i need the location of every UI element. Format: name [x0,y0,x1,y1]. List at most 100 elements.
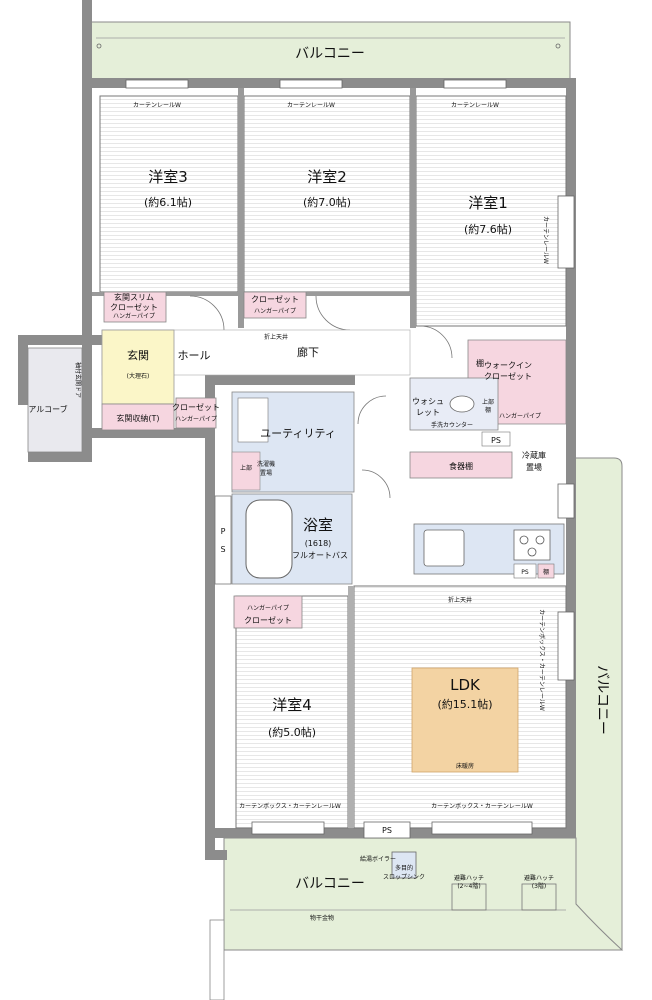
escape-hatch-2 [521,883,557,911]
room-western-1 [415,95,567,327]
ldk-size: (約15.1帖) [437,697,492,711]
bath-type: フルオートバス [292,551,348,560]
closet-hall [175,397,217,429]
ps-kitchen-label: PS [521,569,529,576]
burner-icon [527,547,537,557]
wall [410,88,416,328]
ps-shaft-left [214,495,232,585]
room-western-2 [243,95,411,293]
laundry-rod-label: 物干金物 [310,914,334,922]
room-western-4 [235,595,349,829]
fridge-label-1: 冷蔵庫 [522,450,546,460]
ps-left-s: S [220,545,225,554]
curtain-box-side-label: カーテンボックス・カーテンレールW [538,609,546,711]
multi-sink-label-1: 多目的 [395,864,413,872]
upper-shelf [231,451,261,491]
hanger-pipe-label: ハンガーパイプ [254,307,296,315]
slim-closet-label: 玄関スリム [114,292,154,302]
escape-hatch-1 [451,883,487,911]
curtain-rail-label: カーテンレールW [451,102,499,109]
ps-toilet-label: PS [491,436,501,445]
upper-shelf-label-1: 上部 [482,398,494,406]
room-western-3 [99,95,239,293]
bathtub-icon [245,499,293,579]
curtain-box-label: カーテンボックス・カーテンレールW [239,802,341,810]
curtain-box-label: カーテンボックス・カーテンレールW [431,802,533,810]
curtain-rail-side-label: カーテンレールW [542,216,549,264]
washlet-label-1: ウォシュ [412,397,444,406]
entrance-sub: (大理石) [127,372,150,380]
stove-icon [513,529,551,561]
ps-bottom-label: PS [382,826,392,835]
hanger-pipe-label: ハンガーパイプ [175,415,217,423]
drop-ceiling-label: 折上天井 [448,596,472,604]
floor-heating-area [411,667,519,773]
upper-shelf-label-2: 棚 [485,406,491,414]
dish-shelf [409,451,513,479]
burner-icon [535,535,545,545]
hatch-2-label-1: 避難ハッチ [524,874,554,882]
washer-label-2: 置場 [260,469,272,477]
hand-wash-label: 手洗カウンター [431,421,473,429]
balcony-top [87,21,571,83]
hanger-pipe-label: ハンガーパイプ [247,604,289,612]
western-2-name: 洋室2 [307,168,347,186]
hatch-2-label-2: (3階) [532,882,547,890]
closet-hall-label: クローゼット [172,402,220,412]
ps-kitchen [513,563,537,579]
hanger-pipe-label: ハンガーパイプ [113,312,155,320]
kitchen-sink-icon [423,529,465,567]
closet-slim [103,291,167,323]
hatch-1-label-1: 避難ハッチ [454,874,484,882]
bath-size: (1618) [305,539,332,548]
drain-icon [96,43,102,49]
ps-toilet [481,431,511,447]
slop-sink [391,851,417,879]
closet-western-4 [233,595,303,629]
curtain-rail-label: カーテンレールW [287,102,335,109]
western-3-name: 洋室3 [148,168,188,186]
entrance-area [101,329,175,405]
wall [348,586,354,828]
entrance-name: 玄関 [127,348,149,362]
balcony-bottom-label: バルコニー [295,876,365,892]
western-3-size: (約6.1帖) [144,195,192,209]
utility-label: ユーティリティ [260,427,336,440]
western-4-name: 洋室4 [272,696,312,714]
western-4-size: (約5.0帖) [268,725,316,739]
balcony-top-label: バルコニー [295,46,365,62]
shelf-label: 棚 [476,358,484,368]
bath-name: 浴室 [303,516,333,534]
balcony-right-label: バルコニー [594,665,610,735]
wall [238,88,244,328]
washer-label-1: 洗濯機 [257,460,275,468]
fridge-label-2: 置場 [526,462,542,472]
door-label: 袖付玄関ドア [74,362,82,398]
upper-shelf-label: 上部 [240,464,252,472]
balcony-bottom [223,837,624,951]
windows-bottom [251,821,533,839]
shoe-storage-label: 玄関収納(T) [116,413,159,423]
alcove [27,347,83,453]
sink-icon [237,397,269,443]
ldk-name: LDK [450,676,481,694]
floor-heating-label: 床暖房 [456,762,474,770]
closet-western-2 [243,291,307,319]
windows-right [557,195,575,681]
burner-icon [519,535,529,545]
western-2-size: (約7.0帖) [303,195,351,209]
windows-top [125,79,507,89]
closet-label: クローゼット [251,294,299,304]
slim-closet-sub: クローゼット [110,302,158,312]
washlet-label-2: レット [416,408,440,417]
shelf-kitchen [537,563,555,579]
corridor-label: 廊下 [297,345,319,359]
hanger-pipe-label: ハンガーパイプ [499,412,541,420]
western-1-size: (約7.6帖) [464,222,512,236]
shelf-kitchen-label: 棚 [543,568,549,576]
curtain-rail-label: カーテンレールW [133,102,181,109]
door-swings [189,295,453,499]
water-heater-label: 給湯ボイラー [360,855,396,863]
dish-shelf-label: 食器棚 [449,461,473,471]
